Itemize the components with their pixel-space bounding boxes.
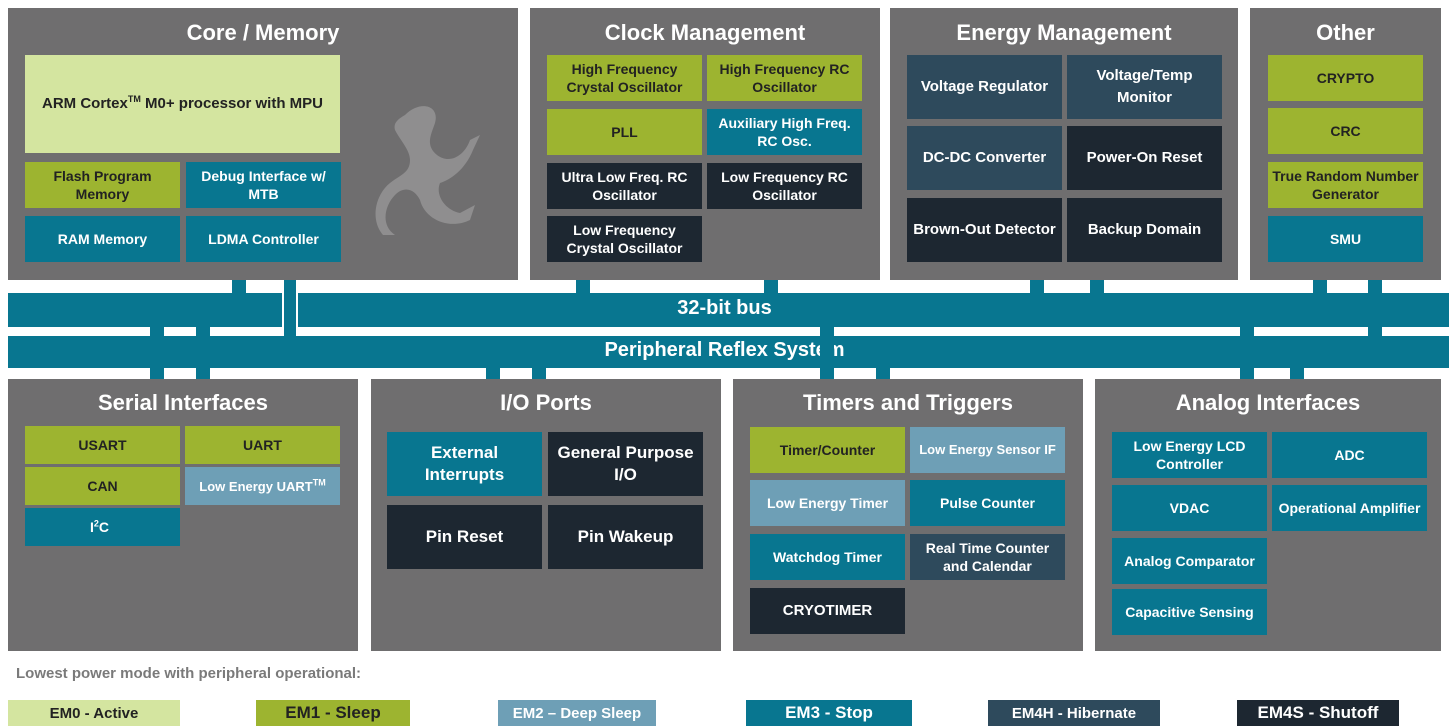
rtcc-block: Real Time Counter and Calendar xyxy=(910,534,1065,580)
legend-em2: EM2 – Deep Sleep xyxy=(498,700,656,726)
timer-counter-block: Timer/Counter xyxy=(750,427,905,473)
panel-title: Clock Management xyxy=(604,20,806,45)
gecko-logo-icon xyxy=(375,106,480,236)
pin-reset-block: Pin Reset xyxy=(387,505,542,569)
debug-interface-block: Debug Interface w/ MTB xyxy=(186,162,341,208)
adc-block: ADC xyxy=(1272,432,1427,478)
flash-memory-block: Flash Program Memory xyxy=(25,162,180,208)
gpio-block: General Purpose I/O xyxy=(548,432,703,496)
backup-domain-block: Backup Domain xyxy=(1067,198,1222,262)
other-bus-stub xyxy=(1368,280,1382,336)
leuart-block: Low Energy UARTTM xyxy=(185,467,340,505)
panel-title: Analog Interfaces xyxy=(1175,390,1361,415)
hfxo-block: High Frequency Crystal Oscillator xyxy=(547,55,702,101)
crypto-block: CRYPTO xyxy=(1268,55,1423,101)
analog-comparator-block: Analog Comparator xyxy=(1112,538,1267,584)
trng-block: True Random Number Generator xyxy=(1268,162,1423,208)
pin-wakeup-block: Pin Wakeup xyxy=(548,505,703,569)
panel-title: Serial Interfaces xyxy=(98,390,268,415)
vdac-block: VDAC xyxy=(1112,485,1267,531)
ldma-block: LDMA Controller xyxy=(186,216,341,262)
capacitive-sensing-block: Capacitive Sensing xyxy=(1112,589,1267,635)
cryotimer-block: CRYOTIMER xyxy=(750,588,905,634)
ulfrco-block: Ultra Low Freq. RC Oscillator xyxy=(547,163,702,209)
legend-em1: EM1 - Sleep xyxy=(256,700,410,726)
crc-block: CRC xyxy=(1268,108,1423,154)
clock-bus-stub xyxy=(576,280,590,293)
arm-cortex-block: ARM CortexTM M0+ processor with MPU xyxy=(25,55,340,153)
ram-memory-block: RAM Memory xyxy=(25,216,180,262)
timers-bus-stub xyxy=(876,368,890,379)
uart-block: UART xyxy=(185,426,340,464)
watchdog-timer-block: Watchdog Timer xyxy=(750,534,905,580)
lfxo-block: Low Frequency Crystal Oscillator xyxy=(547,216,702,262)
legend-em4s: EM4S - Shutoff xyxy=(1237,700,1399,726)
clock-bus-stub xyxy=(764,280,778,293)
lcd-controller-block: Low Energy LCD Controller xyxy=(1112,432,1267,478)
le-timer-block: Low Energy Timer xyxy=(750,480,905,526)
io-bus-stub xyxy=(486,368,500,379)
serial-bus-stub xyxy=(150,327,164,379)
i2c-block: I2C xyxy=(25,508,180,546)
panel-title: Core / Memory xyxy=(186,20,340,45)
analog-bus-stub xyxy=(1240,327,1254,379)
lfrco-block: Low Frequency RC Oscillator xyxy=(707,163,862,209)
core-bus-stub xyxy=(232,280,246,293)
io-bus-stub xyxy=(532,368,546,379)
can-block: CAN xyxy=(25,467,180,505)
serial-bus-stub xyxy=(196,327,210,379)
timers-bus-stub xyxy=(820,327,834,379)
hfrco-block: High Frequency RC Oscillator xyxy=(707,55,862,101)
bus-connector xyxy=(284,280,296,336)
bus-prs xyxy=(8,336,1449,368)
energy-bus-stub xyxy=(1090,280,1104,293)
legend-em4h: EM4H - Hibernate xyxy=(988,700,1160,726)
pulse-counter-block: Pulse Counter xyxy=(910,480,1065,526)
legend-em0: EM0 - Active xyxy=(8,700,180,726)
bus-32bit xyxy=(8,293,1449,327)
voltage-temp-monitor-block: Voltage/Temp Monitor xyxy=(1067,55,1222,119)
dcdc-converter-block: DC-DC Converter xyxy=(907,126,1062,190)
opamp-block: Operational Amplifier xyxy=(1272,485,1427,531)
aux-hfrco-block: Auxiliary High Freq. RC Osc. xyxy=(707,109,862,155)
bus-prs-label: Peripheral Reflex System xyxy=(604,339,845,361)
brown-out-detector-block: Brown-Out Detector xyxy=(907,198,1062,262)
pll-block: PLL xyxy=(547,109,702,155)
smu-block: SMU xyxy=(1268,216,1423,262)
other-bus-stub xyxy=(1313,280,1327,293)
panel-title: Timers and Triggers xyxy=(803,390,1013,415)
external-interrupts-block: External Interrupts xyxy=(387,432,542,496)
usart-block: USART xyxy=(25,426,180,464)
lesense-block: Low Energy Sensor IF xyxy=(910,427,1065,473)
analog-bus-stub xyxy=(1290,368,1304,379)
legend-em3: EM3 - Stop xyxy=(746,700,912,726)
bus-32bit-label: 32-bit bus xyxy=(677,297,772,319)
bus-gap xyxy=(150,327,164,336)
panel-title: Other xyxy=(1316,20,1375,45)
energy-bus-stub xyxy=(1030,280,1044,293)
power-on-reset-block: Power-On Reset xyxy=(1067,126,1222,190)
legend-title: Lowest power mode with peripheral operat… xyxy=(16,665,362,682)
panel-title: I/O Ports xyxy=(500,390,592,415)
panel-title: Energy Management xyxy=(956,20,1172,45)
voltage-regulator-block: Voltage Regulator xyxy=(907,55,1062,119)
